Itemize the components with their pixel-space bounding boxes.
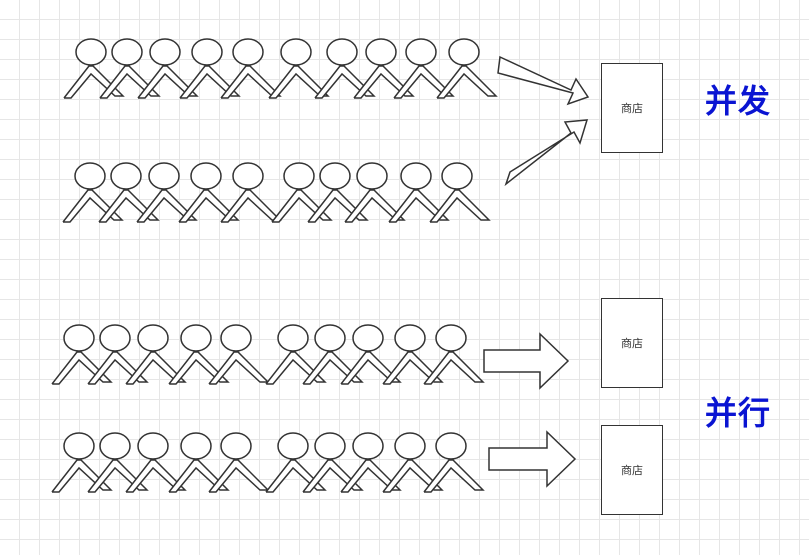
- person-icon: [340, 432, 402, 493]
- person-icon: [423, 324, 485, 385]
- store-label: 商店: [621, 337, 643, 350]
- person-icon: [353, 38, 415, 99]
- person-icon: [429, 162, 491, 223]
- people-layer: [51, 38, 498, 493]
- person-icon: [423, 432, 485, 493]
- store-parallel-top: 商店: [601, 298, 663, 388]
- person-icon: [220, 162, 282, 223]
- person-icon: [63, 38, 125, 99]
- person-icon: [99, 38, 161, 99]
- person-icon: [168, 432, 230, 493]
- person-icon: [220, 38, 282, 99]
- store-parallel-bottom: 商店: [601, 425, 663, 515]
- arrow-icon-concurrent-top: [497, 55, 590, 106]
- person-icon: [208, 432, 270, 493]
- person-icon: [87, 324, 149, 385]
- person-icon: [62, 162, 124, 223]
- person-icon: [136, 162, 198, 223]
- person-icon: [382, 324, 444, 385]
- arrow-icon-parallel-top: [483, 332, 570, 390]
- person-icon: [137, 38, 199, 99]
- person-icon: [168, 324, 230, 385]
- person-icon: [178, 162, 240, 223]
- heading-concurrent: 并发: [705, 82, 772, 120]
- person-icon: [268, 38, 330, 99]
- person-icon: [98, 162, 160, 223]
- person-icon: [265, 324, 327, 385]
- arrow-icon-parallel-bottom: [488, 430, 577, 488]
- heading-parallel: 并行: [705, 394, 772, 432]
- person-icon: [307, 162, 369, 223]
- person-icon: [179, 38, 241, 99]
- person-icon: [340, 324, 402, 385]
- person-icon: [314, 38, 376, 99]
- person-icon: [265, 432, 327, 493]
- person-icon: [208, 324, 270, 385]
- person-icon: [271, 162, 333, 223]
- person-icon: [436, 38, 498, 99]
- person-icon: [51, 324, 113, 385]
- person-icon: [382, 432, 444, 493]
- person-icon: [51, 432, 113, 493]
- store-label: 商店: [621, 464, 643, 477]
- person-icon: [302, 432, 364, 493]
- person-icon: [388, 162, 450, 223]
- person-icon: [87, 432, 149, 493]
- person-icon: [302, 324, 364, 385]
- store-label: 商店: [621, 102, 643, 115]
- store-concurrent: 商店: [601, 63, 663, 153]
- arrow-icon-concurrent-bottom: [504, 119, 589, 187]
